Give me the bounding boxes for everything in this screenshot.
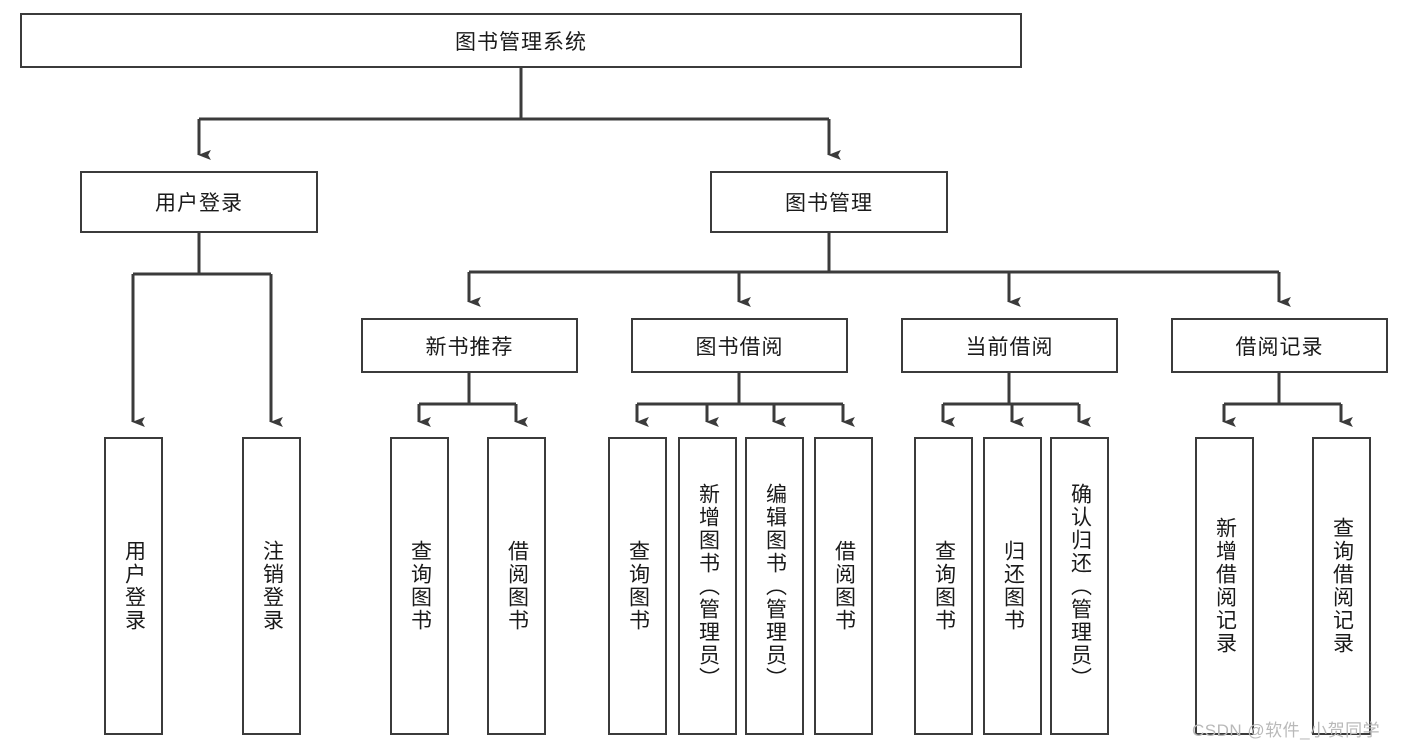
node-current-borrow[interactable]: 当前借阅 [901,318,1118,373]
node-label: 用户登录 [122,540,146,632]
node-new-book-recommend[interactable]: 新书推荐 [361,318,578,373]
node-label: 查询图书 [626,540,650,632]
node-root-book-management-system[interactable]: 图书管理系统 [20,13,1022,68]
node-book-borrow[interactable]: 图书借阅 [631,318,848,373]
node-user-login[interactable]: 用户登录 [80,171,318,233]
node-leaf-borrow-book-recommend[interactable]: 借阅图书 [487,437,546,735]
node-label: 新增图书（管理员） [696,482,720,690]
node-leaf-user-login[interactable]: 用户登录 [104,437,163,735]
node-leaf-return-book[interactable]: 归还图书 [983,437,1042,735]
node-label: 新增借阅记录 [1213,517,1237,655]
node-leaf-edit-book-admin[interactable]: 编辑图书（管理员） [745,437,804,735]
node-book-management[interactable]: 图书管理 [710,171,948,233]
node-leaf-borrow-book[interactable]: 借阅图书 [814,437,873,735]
node-leaf-query-book-recommend[interactable]: 查询图书 [390,437,449,735]
node-leaf-add-book-admin[interactable]: 新增图书（管理员） [678,437,737,735]
node-leaf-query-borrow-record[interactable]: 查询借阅记录 [1312,437,1371,735]
node-leaf-query-book-borrow[interactable]: 查询图书 [608,437,667,735]
node-leaf-query-book-current[interactable]: 查询图书 [914,437,973,735]
node-leaf-logout-login[interactable]: 注销登录 [242,437,301,735]
node-label: 借阅图书 [832,540,856,632]
node-label: 借阅图书 [505,540,529,632]
node-label: 查询借阅记录 [1330,517,1354,655]
csdn-watermark: CSDN @软件_小贺同学 [1192,721,1381,740]
node-label: 确认归还（管理员） [1068,482,1092,690]
node-label: 图书借阅 [695,335,784,359]
node-label: 用户登录 [155,192,243,215]
node-label: 图书管理系统 [455,30,587,54]
node-label: 注销登录 [260,540,284,632]
node-label: 借阅记录 [1235,335,1324,359]
node-label: 归还图书 [1001,540,1025,632]
node-label: 新书推荐 [425,335,514,359]
node-borrow-record[interactable]: 借阅记录 [1171,318,1388,373]
node-leaf-confirm-return-admin[interactable]: 确认归还（管理员） [1050,437,1109,735]
node-label: 当前借阅 [965,335,1054,359]
node-label: 图书管理 [785,192,873,215]
node-label: 查询图书 [932,540,956,632]
node-label: 编辑图书（管理员） [763,482,787,690]
node-leaf-add-borrow-record[interactable]: 新增借阅记录 [1195,437,1254,735]
node-label: 查询图书 [408,540,432,632]
